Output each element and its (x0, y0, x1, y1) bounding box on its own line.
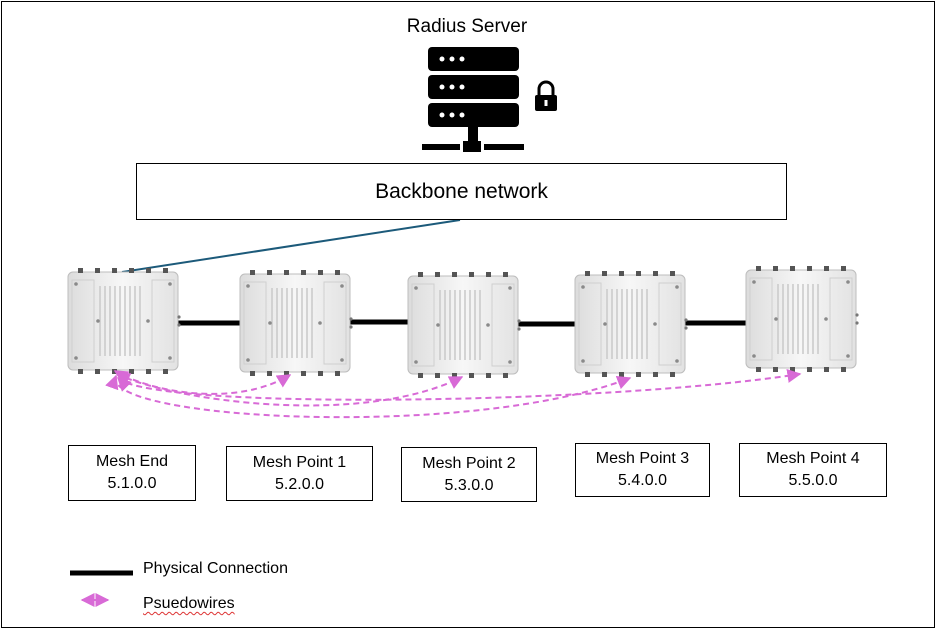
node-box-mesh-point-1: Mesh Point 1 5.2.0.0 (226, 446, 373, 501)
lock-icon (535, 80, 557, 111)
backbone-network: Backbone network (136, 163, 787, 220)
node-name: Mesh Point 1 (252, 453, 347, 471)
node-address: 5.5.0.0 (788, 472, 838, 489)
node-name: Mesh Point 4 (766, 450, 860, 467)
device-mesh-point-4 (745, 266, 859, 372)
node-box-mesh-point-2: Mesh Point 2 5.3.0.0 (401, 447, 537, 502)
node-box-mesh-point-3: Mesh Point 3 5.4.0.0 (575, 443, 710, 497)
physical-links (176, 319, 748, 327)
node-address: 5.2.0.0 (275, 475, 324, 493)
device-mesh-point-2 (407, 272, 521, 378)
node-address: 5.3.0.0 (444, 476, 494, 494)
node-name: Mesh Point 2 (422, 454, 516, 472)
node-name: Mesh End (95, 453, 169, 470)
radius-server-title: Radius Server (406, 16, 528, 37)
node-name: Mesh Point 3 (595, 450, 690, 467)
pseudowire-mesh-point-2 (115, 373, 464, 407)
pseudowire-mesh-point-3 (105, 374, 632, 419)
device-mesh-point-3 (574, 271, 688, 377)
pseudowire-mesh-point-1 (113, 370, 292, 395)
node-address: 5.1.0.0 (107, 475, 157, 492)
backbone-uplink (121, 219, 461, 273)
legend-pseudowires-label: Psuedowires (143, 595, 235, 612)
node-address: 5.4.0.0 (618, 472, 667, 489)
server-rack-icon (422, 47, 524, 152)
node-box-mesh-point-4: Mesh Point 4 5.5.0.0 (739, 443, 887, 497)
backbone-label: Backbone network (375, 179, 548, 203)
node-box-mesh-end: Mesh End 5.1.0.0 (68, 445, 196, 501)
device-mesh-end (67, 268, 181, 374)
device-mesh-point-1 (239, 270, 353, 376)
legend-physical-label: Physical Connection (143, 560, 288, 577)
pseudowire-mesh-point-4 (117, 369, 802, 401)
pseudowires (105, 369, 802, 419)
mesh-devices (67, 266, 859, 378)
